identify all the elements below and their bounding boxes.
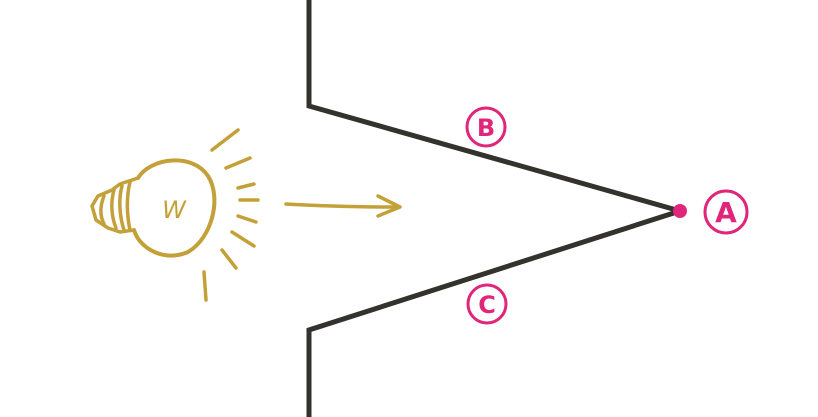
bulb-letter: W xyxy=(162,196,187,224)
point-b-ring xyxy=(465,106,507,148)
wall-upper xyxy=(306,0,681,214)
arrow-shaft xyxy=(284,202,400,209)
light-rays xyxy=(202,128,260,302)
point-b: B xyxy=(465,106,507,148)
arrow-head xyxy=(376,194,402,218)
point-a-label: A xyxy=(715,196,737,229)
wall-outline xyxy=(306,0,681,417)
point-b-label: B xyxy=(477,114,495,142)
point-a: A xyxy=(673,189,749,235)
point-c: C xyxy=(466,283,508,325)
wall-lower xyxy=(306,208,681,417)
arrow-right-icon xyxy=(284,194,402,218)
bulb-base xyxy=(90,176,140,234)
point-c-ring xyxy=(466,283,508,325)
bulb-glass xyxy=(132,158,217,258)
point-c-label: C xyxy=(478,291,496,319)
apex-dot xyxy=(673,204,687,218)
light-bulb-icon: W xyxy=(90,128,260,302)
point-a-ring xyxy=(703,189,749,235)
